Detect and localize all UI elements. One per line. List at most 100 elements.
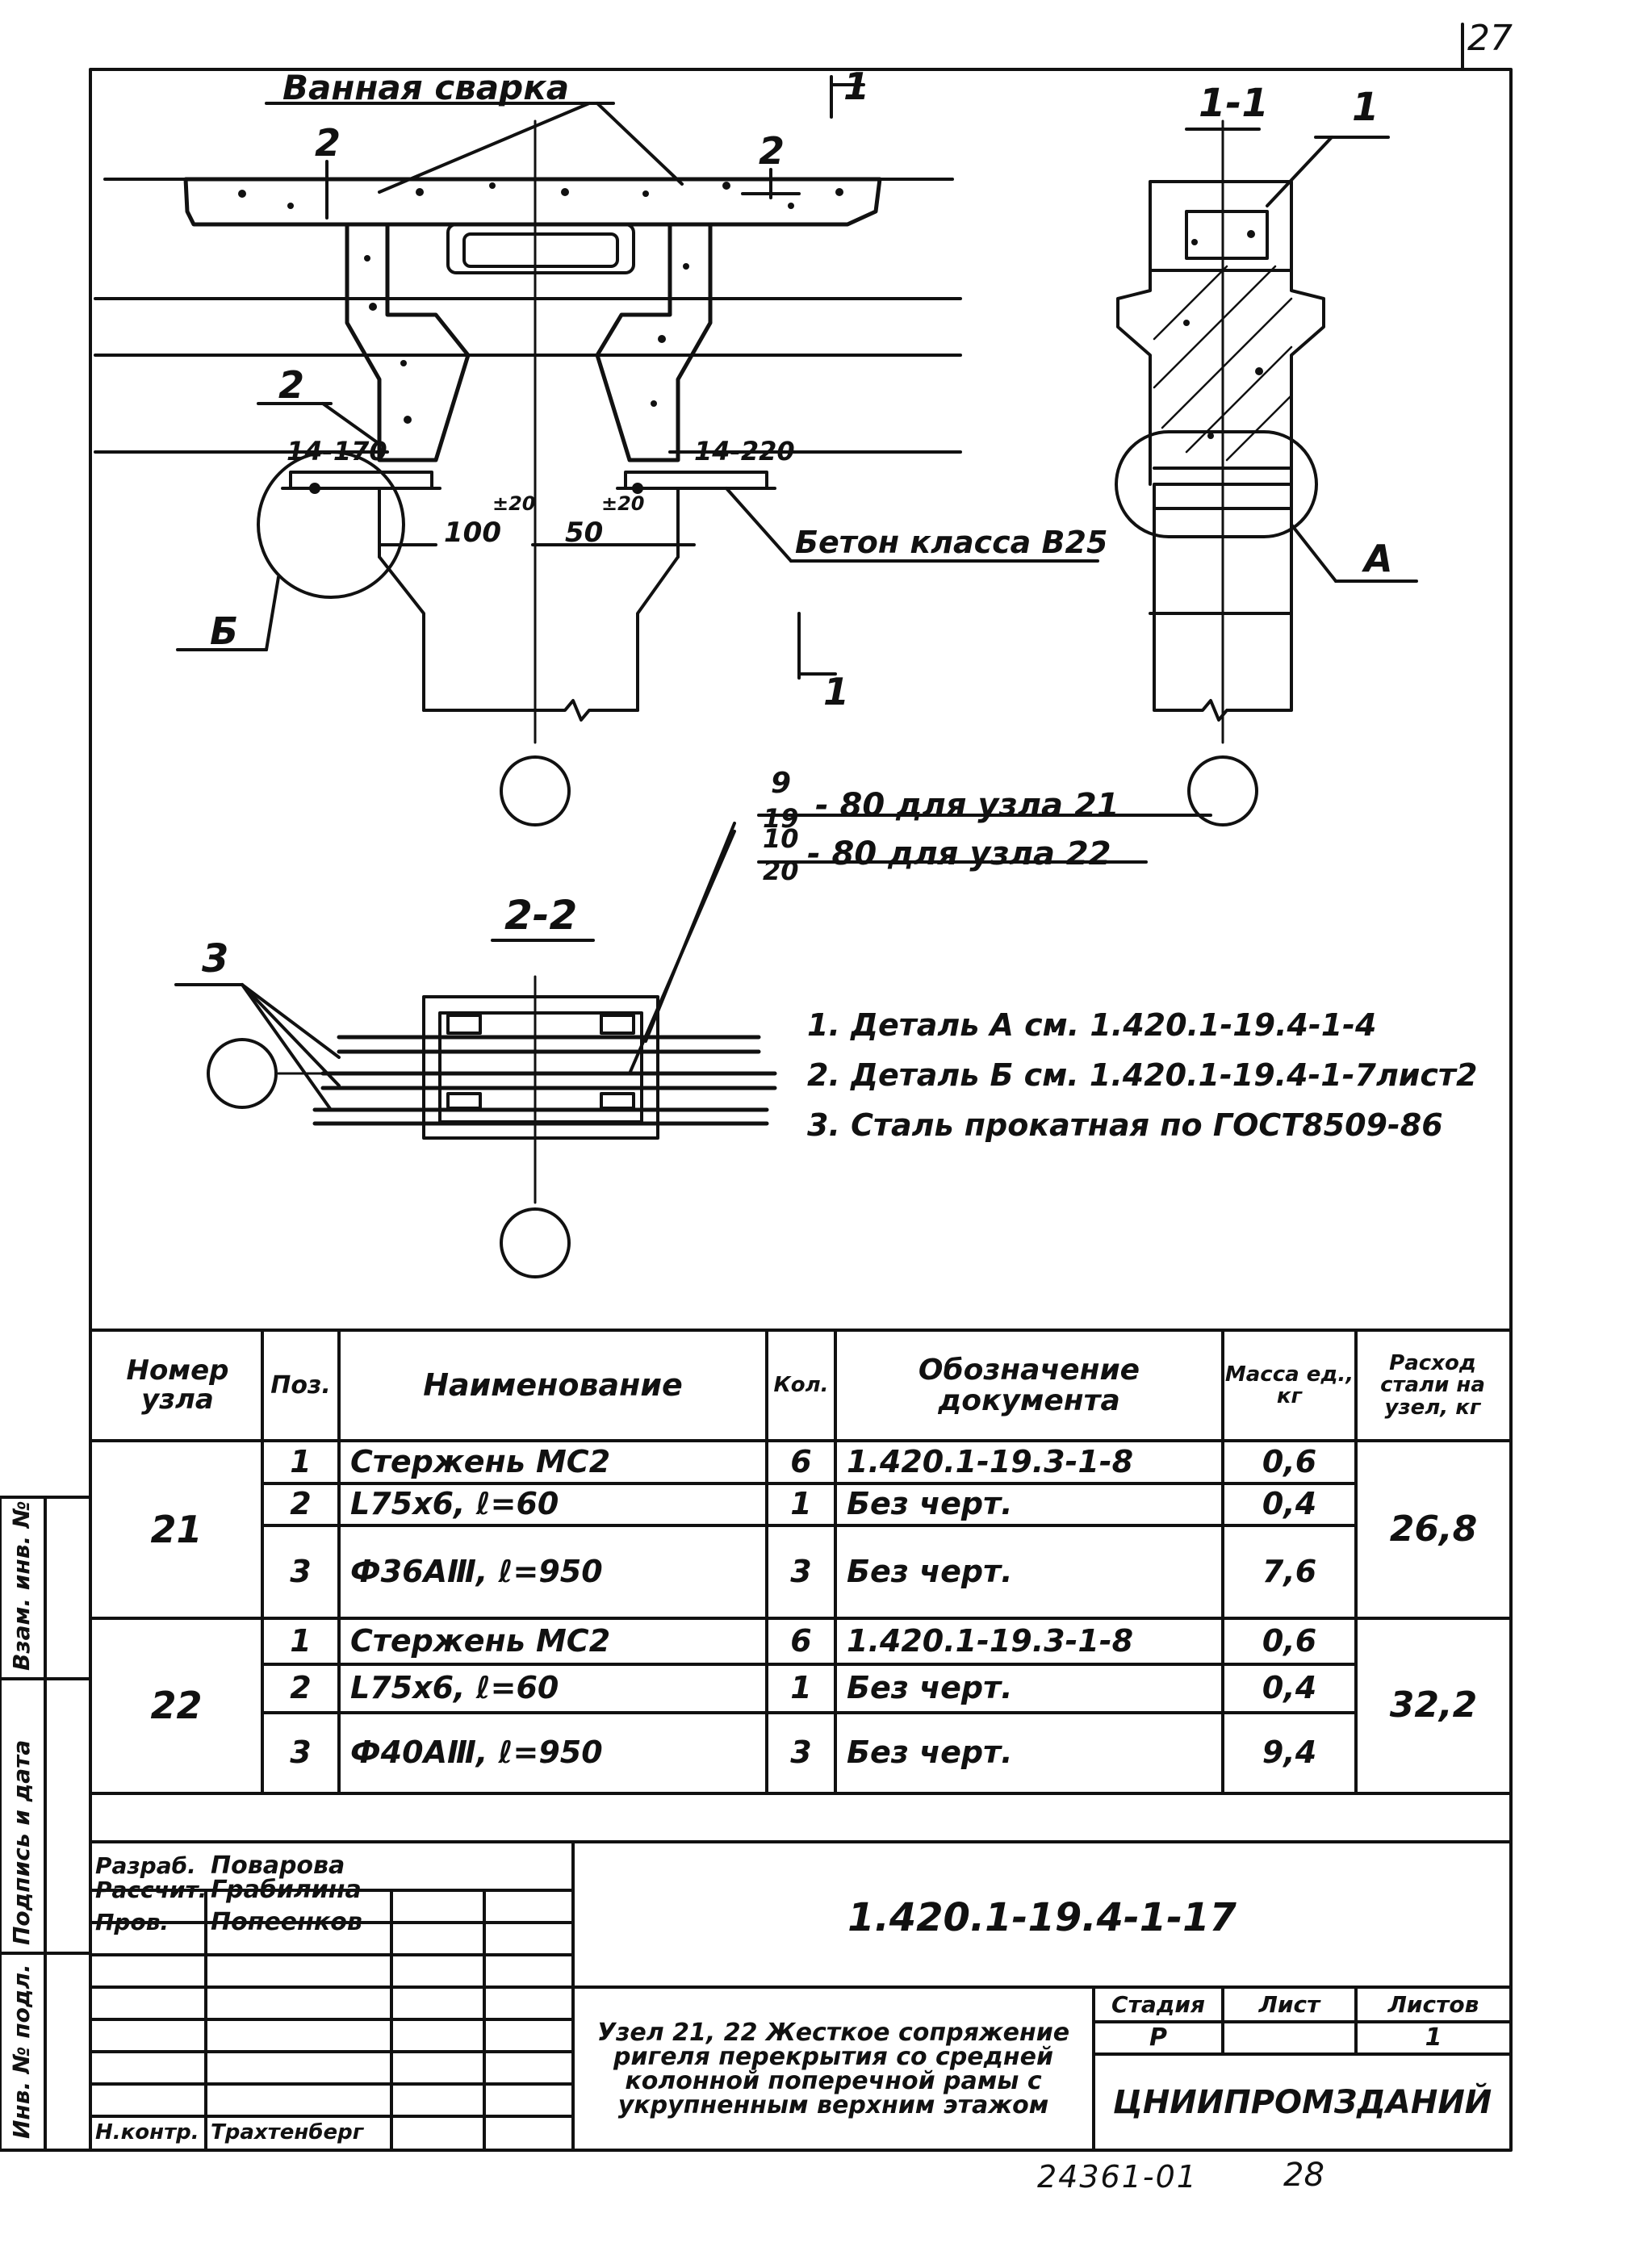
note-node-21: - 80 для узла 21 [815,787,1119,824]
dim-100: 100 [444,517,501,549]
sheet-label: Лист [1258,1990,1320,2018]
header-pos: Поз. [270,1371,331,1400]
note-node-22: - 80 для узла 22 [807,835,1111,872]
table-row-21-2-pos: 2 [290,1486,312,1522]
side-stamp-grid [0,1496,92,2152]
table-row-22-3-mass: 9,4 [1262,1734,1317,1771]
note-2: 2. Деталь Б см. 1.420.1-19.4-1-7лист2 [807,1057,1478,1093]
section-2-2-view [174,814,1212,1278]
mark-2-lower: 2 [278,363,305,407]
fraction-9: 9 [771,767,792,800]
table-row-21-2-qty: 1 [790,1486,812,1522]
side-stamp-inv-orig: Инв. № подл. [8,1964,35,2139]
section-mark-1-bottom: 1 [823,670,850,713]
header-node: Номер узла [126,1354,229,1416]
table-row-21-2-doc: Без черт. [847,1486,1013,1522]
header-qty: Кол. [773,1373,829,1398]
sheets-label: Листов [1387,1990,1479,2018]
table-row-21-1-doc: 1.420.1-19.3-1-8 [847,1443,1134,1479]
node-21-total: 26,8 [1389,1508,1478,1550]
table-row-21-3-mass: 7,6 [1262,1553,1317,1589]
sheets-value: 1 [1425,2023,1442,2052]
people-name-4: Трахтенберг [211,2120,364,2145]
table-row-21-3-doc: Без черт. [847,1553,1013,1589]
sheet-frame [89,68,1513,2152]
fraction-20: 20 [763,856,799,886]
pos-3-mark: 3 [202,936,229,981]
dim-50-tolerance: ±20 [601,492,645,515]
header-mass: Масса ед., кг [1224,1362,1354,1408]
section-1-1-view [1115,119,1418,826]
table-row-21-1-mass: 0,6 [1262,1443,1317,1479]
sheet-value [1223,2022,1356,2054]
table-row-21-1-name: Стержень МС2 [350,1443,611,1479]
dim-14-170: 14-170 [287,436,387,467]
table-row-21-3-name: Ф36АⅢ, ℓ=950 [350,1553,603,1589]
title-block-grid [89,1840,1513,2152]
stage-value: Р [1149,2023,1167,2052]
stage-label: Стадия [1111,1990,1205,2018]
section-1-1-mark-1: 1 [1352,85,1379,130]
note-3: 3. Сталь прокатная по ГОСТ8509-86 [807,1107,1443,1143]
table-row-22-3-name: Ф40АⅢ, ℓ=950 [350,1734,603,1771]
table-row-22-2-doc: Без черт. [847,1670,1013,1706]
archive-page: 28 [1283,2157,1324,2194]
header-doc: Обозначение документа [918,1354,1140,1417]
table-row-22-1-qty: 6 [790,1622,812,1659]
table-row-22-1-mass: 0,6 [1262,1622,1317,1659]
detail-b-label: Б [210,609,239,653]
archive-code: 24361-01 [1037,2159,1198,2195]
mark-2-left: 2 [315,121,341,165]
detail-a-label: А [1364,537,1393,580]
side-stamp-replace-inv: Взам. инв. № [8,1500,35,1671]
table-row-22-2-qty: 1 [790,1670,812,1706]
table-row-21-3-qty: 3 [790,1553,812,1589]
concrete-fill-marks [238,182,1263,494]
table-row-22-1-pos: 1 [290,1622,312,1659]
table-row-21-2-mass: 0,4 [1262,1486,1317,1522]
organization-name: ЦНИИПРОМЗДАНИЙ [1112,2083,1492,2121]
table-row-21-1-qty: 6 [790,1443,812,1479]
node-22: 22 [150,1684,203,1728]
table-row-21-1-pos: 1 [290,1443,312,1479]
table-row-21-2-name: L75х6, ℓ=60 [350,1486,559,1522]
header-steel: Расход стали на узел, кг [1380,1351,1485,1420]
welding-label: Ванная сварка [282,68,570,107]
people-name-3: Попеенков [211,1908,362,1937]
section-mark-1-top: 1 [843,65,870,108]
table-row-22-3-pos: 3 [290,1734,312,1771]
node-22-total: 32,2 [1389,1684,1478,1726]
drawing-title: Узел 21, 22 Жесткое сопряжение ригеля пе… [596,2018,1070,2119]
table-row-22-2-pos: 2 [290,1670,312,1706]
spec-table-grid [89,1329,1513,1795]
table-row-22-2-mass: 0,4 [1262,1670,1317,1706]
people-name-2: Грабилина [211,1876,362,1905]
table-row-22-3-doc: Без черт. [847,1734,1013,1771]
table-row-22-1-doc: 1.420.1-19.3-1-8 [847,1622,1134,1659]
mark-2-right: 2 [759,129,785,173]
concrete-label: Бетон класса В25 [795,525,1108,560]
section-1-1-title: 1-1 [1199,81,1269,126]
people-role-1: Разраб. [95,1852,196,1880]
table-row-22-1-name: Стержень МС2 [350,1622,611,1659]
fraction-10: 10 [763,823,799,854]
dim-100-tolerance: ±20 [492,492,536,515]
main-elevation-view [94,75,1099,826]
table-row-22-3-qty: 3 [790,1734,812,1771]
people-role-3: Пров. [95,1909,169,1936]
document-designation: 1.420.1-19.4-1-17 [847,1894,1237,1940]
table-row-21-3-pos: 3 [290,1553,312,1589]
people-name-1: Поварова [211,1852,345,1881]
note-1: 1. Деталь А см. 1.420.1-19.4-1-4 [807,1007,1377,1043]
dim-50: 50 [565,517,604,549]
dim-14-220: 14-220 [694,436,795,467]
people-role-4: Н.контр. [95,2120,199,2145]
header-name: Наименование [423,1367,683,1404]
fraction-19: 19 [763,803,799,834]
sheet-number: 27 [1467,18,1513,59]
people-role-2: Рассчит. [95,1877,207,1904]
section-2-2-title: 2-2 [504,892,578,939]
node-21: 21 [150,1507,203,1551]
